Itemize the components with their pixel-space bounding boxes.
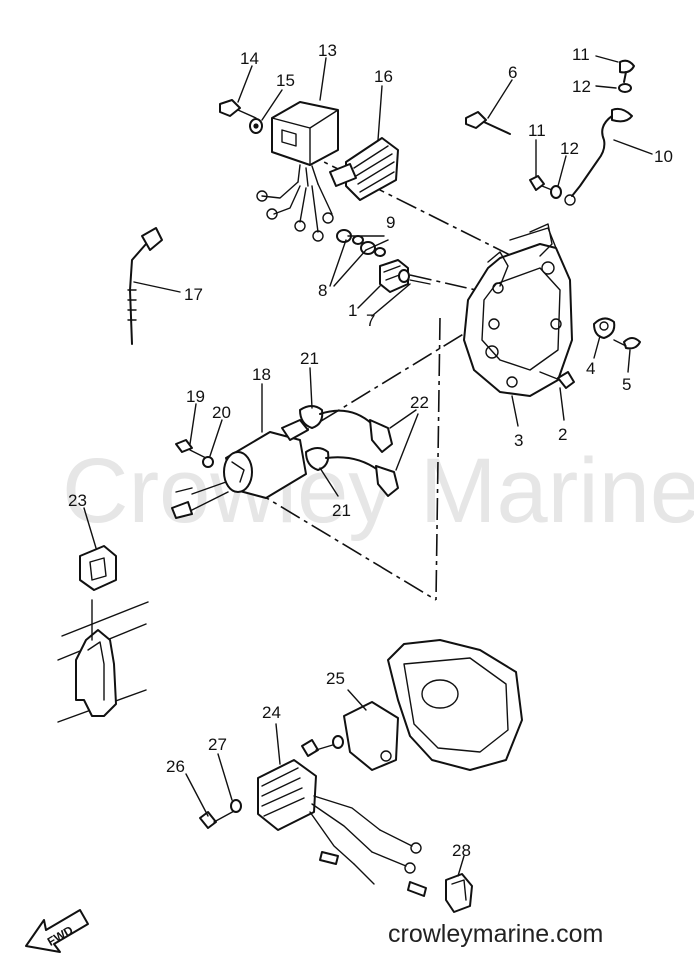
bolt-part-26[interactable] <box>199 809 237 829</box>
callout-25: 25 <box>326 669 345 688</box>
ignition-coil-part-18[interactable] <box>171 419 309 519</box>
callout-5: 5 <box>622 375 631 394</box>
washer-part-12-lower[interactable] <box>550 185 562 199</box>
callout-1: 1 <box>348 301 357 320</box>
grommet-part-21-lower[interactable] <box>305 447 330 471</box>
callout-13: 13 <box>318 41 337 60</box>
callout-12-upper: 12 <box>572 77 591 96</box>
grommet-part-4[interactable] <box>593 317 616 339</box>
callout-17: 17 <box>184 285 203 304</box>
callout-22: 22 <box>410 393 429 412</box>
thermo-switch-part-17[interactable] <box>127 227 163 345</box>
callout-8: 8 <box>318 281 327 300</box>
callout-21-upper: 21 <box>300 349 319 368</box>
callout-14: 14 <box>240 49 259 68</box>
washer-part-27[interactable] <box>230 799 242 813</box>
callout-21-lower: 21 <box>332 501 351 520</box>
bolt-upper-bracket-25[interactable] <box>301 735 344 757</box>
callout-3: 3 <box>514 431 523 450</box>
callout-23: 23 <box>68 491 87 510</box>
washer-part-20[interactable] <box>202 456 214 468</box>
clamp-part-23[interactable] <box>79 545 117 591</box>
engine-bracket <box>57 599 149 723</box>
callout-26: 26 <box>166 757 185 776</box>
website-text: crowleymarine.com <box>388 920 603 948</box>
callouts: 14 15 13 16 6 11 12 10 11 12 9 8 1 7 17 … <box>68 41 673 860</box>
callout-6: 6 <box>508 63 517 82</box>
callout-18: 18 <box>252 365 271 384</box>
callout-16: 16 <box>374 67 393 86</box>
rectifier-regulator-part-24[interactable] <box>257 759 427 897</box>
bolt-part-19[interactable] <box>175 439 207 459</box>
callout-10: 10 <box>654 147 673 166</box>
bolt-part-6[interactable] <box>465 111 511 135</box>
leader-lines <box>83 55 653 877</box>
housing-cover <box>387 639 523 771</box>
screw-part-11-lower[interactable] <box>529 175 553 191</box>
cdi-unit-part-13[interactable] <box>256 101 339 242</box>
mounting-plate-part-3[interactable] <box>463 223 573 397</box>
washer-part-12-upper[interactable] <box>618 83 632 93</box>
rectifier-part-16[interactable] <box>329 137 399 201</box>
callout-2: 2 <box>558 425 567 444</box>
callout-24: 24 <box>262 703 281 722</box>
callout-4: 4 <box>586 359 595 378</box>
callout-11-lower: 11 <box>528 121 546 140</box>
washer-part-9[interactable] <box>352 235 386 257</box>
bolt-part-2[interactable] <box>539 371 575 389</box>
ground-lead-part-10[interactable] <box>564 107 633 206</box>
callout-15: 15 <box>276 71 295 90</box>
callout-19: 19 <box>186 387 205 406</box>
bolt-part-14[interactable] <box>219 99 257 119</box>
callout-20: 20 <box>212 403 231 422</box>
fwd-arrow-icon: FWD <box>25 909 89 953</box>
watermark: Crowley Marine <box>62 440 694 542</box>
callout-11-upper: 11 <box>572 45 590 64</box>
bolt-part-5[interactable] <box>613 337 641 350</box>
callout-12-lower: 12 <box>560 139 579 158</box>
connector-cap-part-28[interactable] <box>445 873 473 913</box>
screw-part-11-upper[interactable] <box>619 59 635 83</box>
callout-27: 27 <box>208 735 227 754</box>
spark-plug-cap-part-22[interactable] <box>319 409 399 497</box>
screw-part-7[interactable] <box>398 269 431 285</box>
bracket-part-25[interactable] <box>343 701 399 771</box>
callout-28: 28 <box>452 841 471 860</box>
callout-7: 7 <box>366 311 375 330</box>
callout-9: 9 <box>386 213 395 232</box>
washer-part-15[interactable] <box>249 118 263 134</box>
